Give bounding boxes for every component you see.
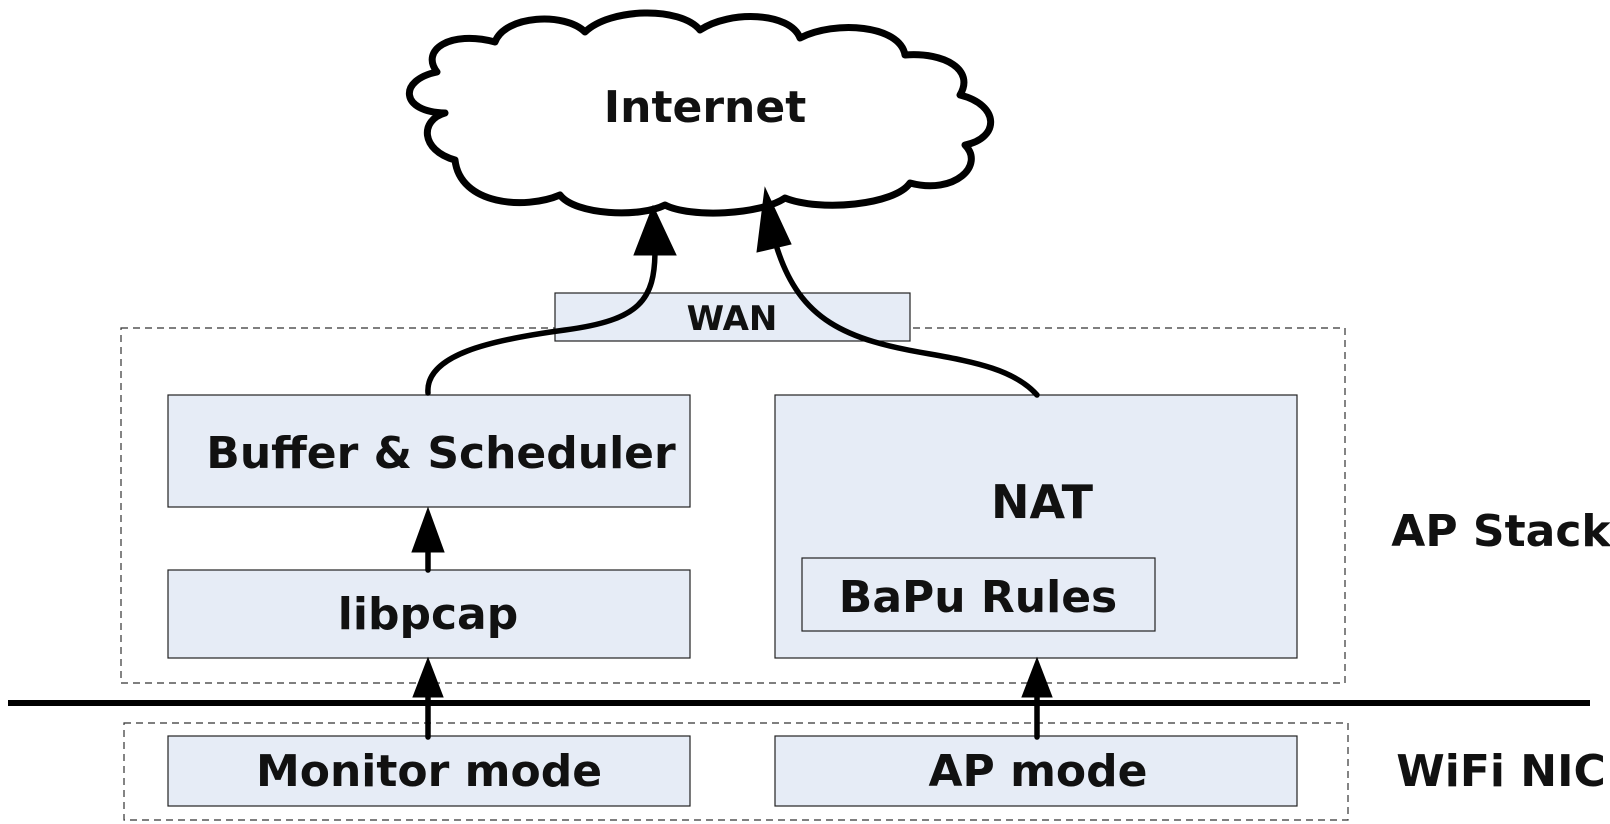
buffer-scheduler-box: Buffer & Scheduler (167, 394, 691, 508)
wifi-nic-label: WiFi NIC (1396, 746, 1606, 797)
arrow-buffer-to-internet (425, 204, 677, 396)
arrow-libpcap-to-buffer-head (411, 506, 445, 553)
ap-mode-label: AP mode (928, 746, 1147, 797)
libpcap-rect (167, 569, 691, 659)
ap-mode-box: AP mode (774, 735, 1298, 807)
bapu-rules-rect (801, 557, 1156, 632)
ap-stack-label: AP Stack (1391, 506, 1610, 557)
arrow-buffer-to-internet-curve (425, 247, 658, 396)
wan-label: WAN (687, 299, 778, 339)
monitor-mode-box: Monitor mode (167, 735, 691, 807)
libpcap-box: libpcap (167, 569, 691, 659)
wifi-nic-container (123, 722, 1349, 821)
arrow-nat-to-internet (756, 186, 1040, 398)
arrow-monitor-to-libpcap (412, 656, 444, 740)
libpcap-label: libpcap (338, 589, 518, 640)
arrow-apmode-to-nat (1021, 656, 1053, 740)
monitor-mode-label: Monitor mode (256, 746, 602, 797)
arrow-nat-to-internet-curve (774, 245, 1040, 398)
arrow-apmode-to-nat-head (1021, 656, 1053, 698)
cloud-label: Internet (604, 82, 806, 133)
bapu-rules-label: BaPu Rules (839, 572, 1117, 623)
buffer-scheduler-rect (167, 394, 691, 508)
arrow-nat-to-internet-head (756, 186, 792, 253)
buffer-scheduler-label: Buffer & Scheduler (206, 428, 676, 479)
internet-cloud: Internet (405, 9, 995, 217)
cloud-shape (405, 9, 995, 217)
arrow-monitor-to-libpcap-head (412, 656, 444, 698)
monitor-mode-rect (167, 735, 691, 807)
arrow-buffer-to-internet-head (633, 204, 677, 256)
nat-box: NAT BaPu Rules (774, 394, 1298, 659)
arrow-libpcap-to-buffer (411, 506, 445, 573)
nat-label: NAT (991, 475, 1094, 529)
